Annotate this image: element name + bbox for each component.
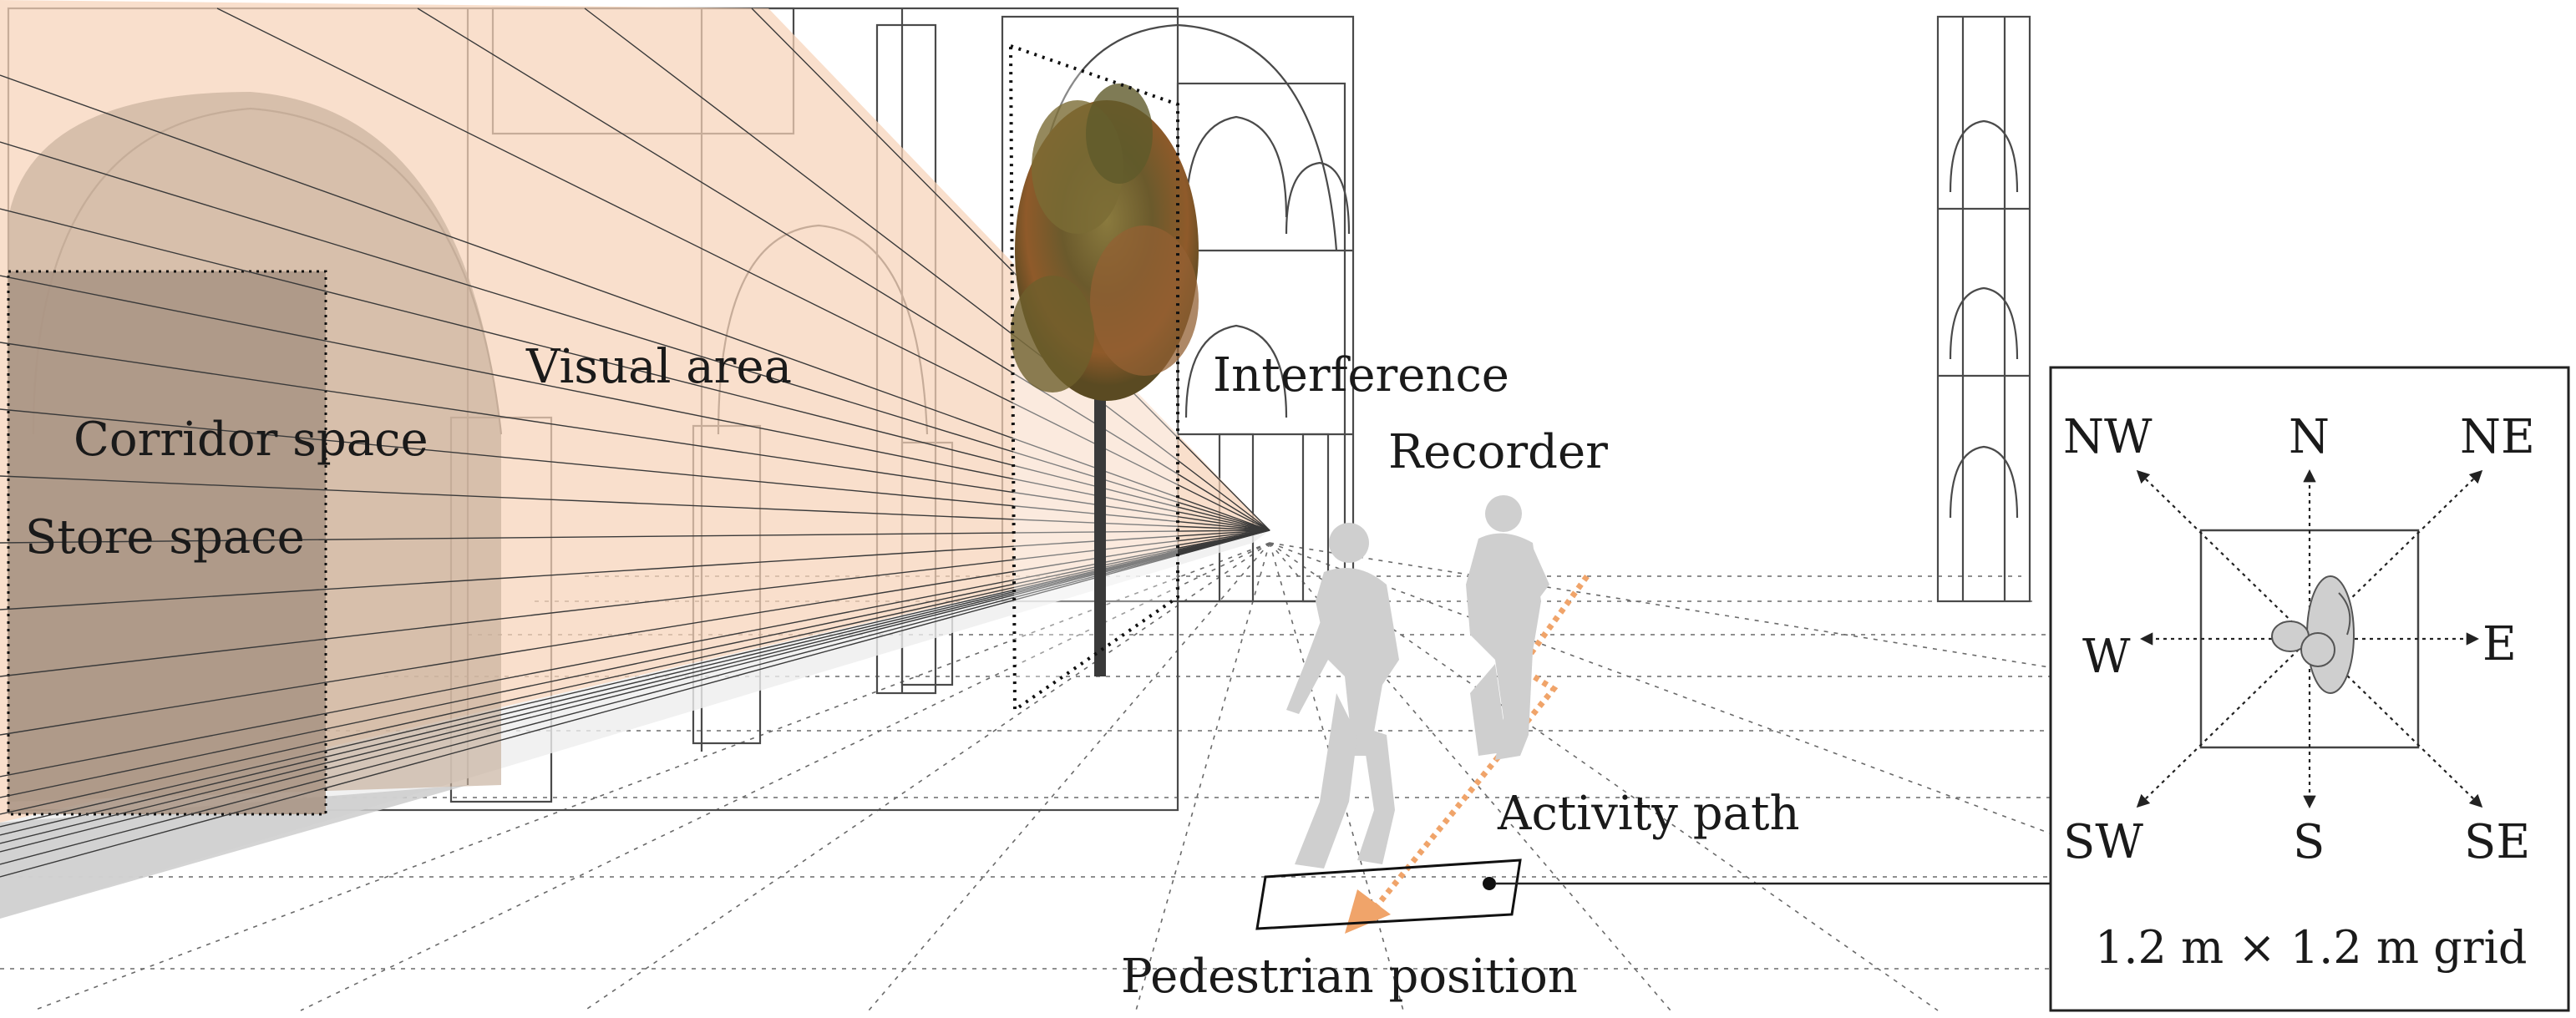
ground-shadow [0, 785, 468, 919]
corridor-space-label: Corridor space [74, 413, 428, 467]
compass-sw-label: SW [2063, 815, 2143, 869]
recorder-marker [1483, 877, 1496, 890]
compass-w-label: W [2082, 630, 2131, 684]
compass-e-label: E [2482, 617, 2517, 671]
grid-caption: 1.2 m × 1.2 m grid [2095, 921, 2527, 974]
sight-rays [0, 8, 1270, 878]
pedestrian-position-label: Pedestrian position [1121, 950, 1578, 1004]
visual-area-label: Visual area [525, 340, 792, 394]
tree-illustration [1011, 84, 1199, 676]
activity-path-arrowhead [1345, 889, 1391, 934]
compass-ne-label: NE [2460, 410, 2535, 464]
person-topdown-icon [2271, 575, 2355, 694]
compass-se-label: SE [2464, 815, 2530, 869]
compass-nw-label: NW [2063, 410, 2153, 464]
compass-n-label: N [2289, 410, 2330, 464]
recorder-figure [1466, 495, 1549, 760]
recorder-label: Recorder [1388, 425, 1608, 479]
compass-inset: NW N NE W E SW S SE 1.2 m × 1.2 m grid [2049, 366, 2570, 1012]
arrow-sw [2136, 638, 2310, 808]
activity-path-label: Activity path [1497, 787, 1800, 841]
interference-label: Interference [1213, 348, 1509, 403]
arrow-nw [2136, 469, 2310, 640]
pedestrian-figure [1286, 523, 1399, 869]
right-background-building [1936, 15, 2031, 603]
compass-s-label: S [2293, 815, 2325, 869]
pedestrian-position-tile [1255, 858, 1522, 930]
interference-panel [1008, 43, 1199, 713]
store-space-label: Store space [25, 510, 305, 565]
